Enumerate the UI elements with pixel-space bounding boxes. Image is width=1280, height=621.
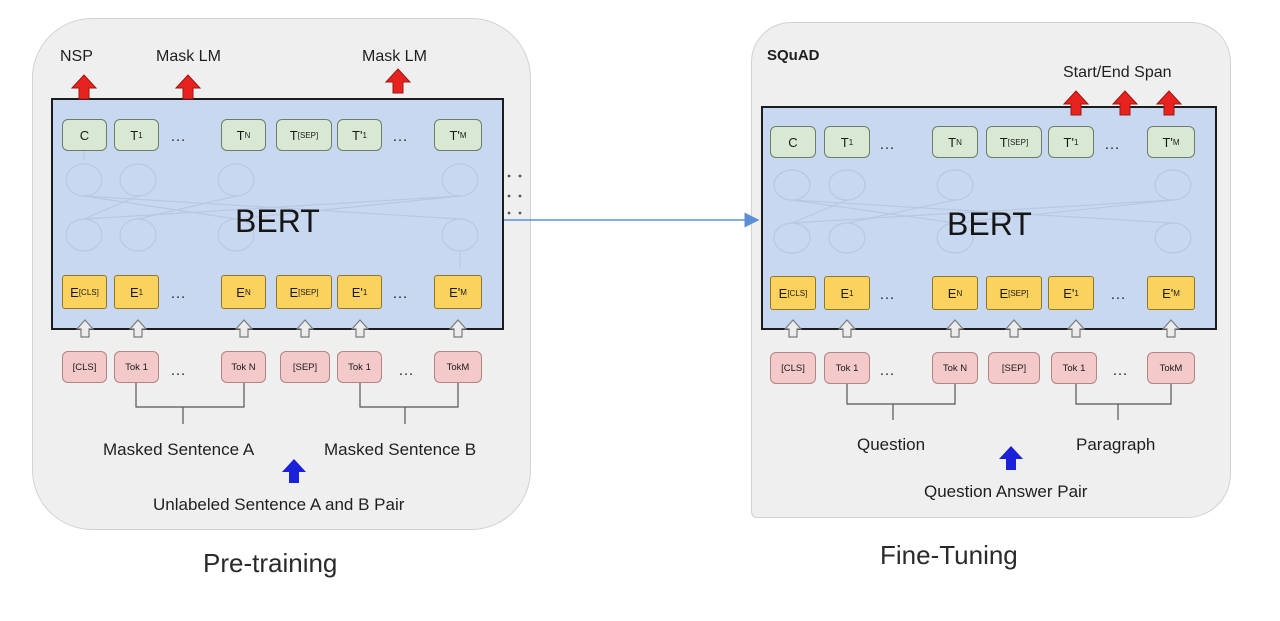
finetuning-pair-arrow [999,446,1023,470]
ft-t-1-prime: T'1 [1048,126,1094,158]
mask-lm-up-arrow-2 [384,68,412,94]
finetuning-output-arrows [1062,90,1183,116]
pre-t-m-prime: T'M [434,119,482,151]
pre-tok-1b: Tok 1 [337,351,382,383]
ft-e-cls: E[CLS] [770,276,816,310]
pre-tok-sep: [SEP] [280,351,330,383]
pre-t-ellipsis-1: … [170,128,186,145]
masked-sentence-b-label: Masked Sentence B [324,440,477,459]
ft-t-ellipsis-1: … [879,136,895,153]
pre-e-sep: E[SEP] [276,275,332,309]
mask-lm-label-1: Mask LM [156,48,221,65]
pretraining-bert-title: BERT [235,203,320,239]
pretraining-output-arrows [70,68,412,100]
finetuning-input-arrows [783,319,1181,338]
pre-tok-ellipsis-2: … [398,362,414,379]
ft-e-m-prime: E'M [1147,276,1195,310]
finetuning-pair-label: Question Answer Pair [924,482,1088,501]
pre-tok-ellipsis-1: … [170,362,186,379]
pre-e-ellipsis-1: … [170,285,186,302]
finetuning-brackets [846,384,1172,420]
ft-tok-1: Tok 1 [824,352,870,384]
ft-t-ellipsis-2: … [1104,136,1120,153]
transfer-dots [507,174,522,215]
ft-tok-ellipsis-2: … [1112,362,1128,379]
pretraining-brackets [135,383,459,424]
pre-t-1-prime: T'1 [337,119,382,151]
pretraining-caption: Pre-training [203,548,338,578]
ft-tok-n: Tok N [932,352,978,384]
mask-lm-label-2: Mask LM [362,48,427,65]
masked-sentence-a-label: Masked Sentence A [103,440,255,459]
ft-e-1-prime: E'1 [1048,276,1094,310]
ft-e-ellipsis-1: … [879,286,895,303]
span-up-arrow-1 [1062,90,1090,116]
nsp-label: NSP [60,48,93,65]
pre-e-1-prime: E'1 [337,275,382,309]
ft-tok-m: TokM [1147,352,1195,384]
finetuning-caption: Fine-Tuning [880,540,1018,570]
ft-t-c: C [770,126,816,158]
ft-e-sep: E[SEP] [986,276,1042,310]
mask-lm-up-arrow-1 [174,74,202,100]
pre-e-m-prime: E'M [434,275,482,309]
pre-tok-n: Tok N [221,351,266,383]
pre-e-cls: E[CLS] [62,275,107,309]
start-end-span-label: Start/End Span [1063,64,1172,81]
pre-e-ellipsis-2: … [392,285,408,302]
pretraining-input-arrows [75,319,468,338]
pre-t-sep: T[SEP] [276,119,332,151]
question-label: Question [857,435,926,454]
ft-t-m-prime: T'M [1147,126,1195,158]
pre-tok-cls: [CLS] [62,351,107,383]
ft-tok-cls: [CLS] [770,352,816,384]
pre-tok-m: TokM [434,351,482,383]
nsp-up-arrow [70,74,98,100]
squad-label: SQuAD [767,47,820,64]
ft-e-ellipsis-2: … [1110,286,1126,303]
pretraining-pair-label: Unlabeled Sentence A and B Pair [153,495,405,514]
pre-t-ellipsis-2: … [392,128,408,145]
span-up-arrow-3 [1155,90,1183,116]
ft-tok-ellipsis-1: … [879,362,895,379]
finetuning-bert-title: BERT [947,206,1032,242]
paragraph-label: Paragraph [1076,435,1156,454]
ft-tok-1b: Tok 1 [1051,352,1097,384]
pre-tok-1: Tok 1 [114,351,159,383]
pretraining-pair-arrow [282,459,306,483]
ft-t-sep: T[SEP] [986,126,1042,158]
pre-t-c: C [62,119,107,151]
span-up-arrow-2 [1111,90,1139,116]
ft-tok-sep: [SEP] [988,352,1040,384]
